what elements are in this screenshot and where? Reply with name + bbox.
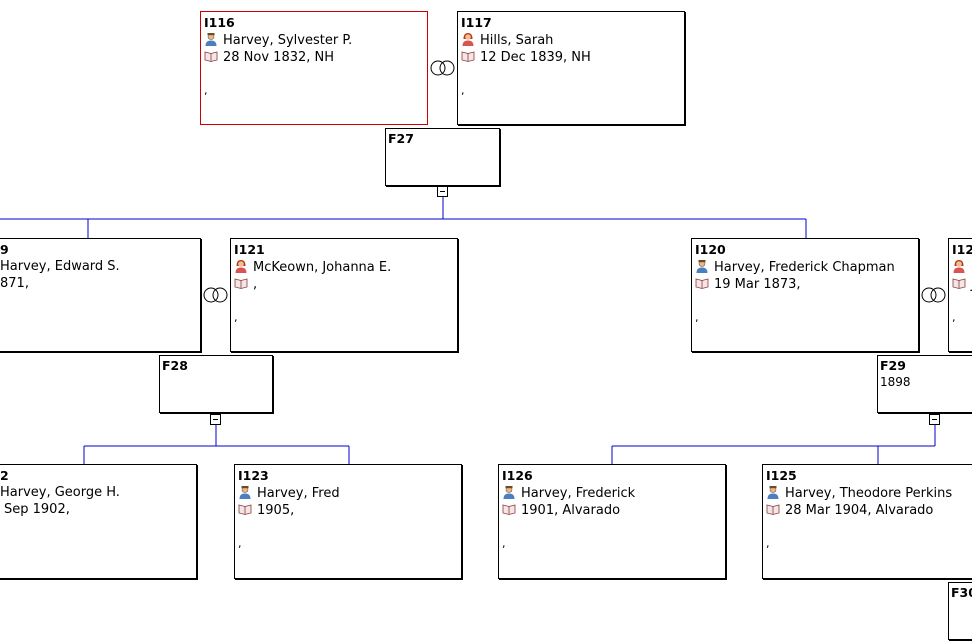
person-id: I125 xyxy=(766,468,797,483)
person-name: Harvey, George H. xyxy=(0,485,120,500)
person-card-i117[interactable]: I117 Hills, Sarah 12 Dec 1839, NH , xyxy=(457,11,685,125)
marriage-rings-icon xyxy=(430,60,455,76)
birth-info: 871, xyxy=(0,276,29,291)
connector-f27 xyxy=(0,197,807,238)
birth-book-icon xyxy=(695,278,709,289)
person-name: Harvey, Edward S. xyxy=(0,259,120,274)
death-info: , xyxy=(952,311,956,324)
birth-book-icon xyxy=(204,51,218,62)
person-card-i125[interactable]: I125 Harvey, Theodore Perkins 28 Mar 190… xyxy=(762,464,972,579)
birth-info: , xyxy=(253,277,258,292)
person-id: 2 xyxy=(0,468,9,483)
family-id: F30 xyxy=(951,585,972,600)
female-person-icon xyxy=(462,33,474,46)
birth-info: 28 Mar 1904, Alvarado xyxy=(785,503,934,518)
person-id: I12 xyxy=(952,242,972,257)
male-person-icon xyxy=(767,486,779,499)
birth-book-icon xyxy=(461,51,475,62)
person-name: McKeown, Johanna E. xyxy=(253,260,392,275)
person-name: Hills, Sarah xyxy=(480,33,554,48)
collapse-minus-icon[interactable] xyxy=(437,186,448,197)
female-person-icon xyxy=(953,260,965,273)
person-name: Harvey, Sylvester P. xyxy=(223,33,353,48)
person-card-i120[interactable]: I120 Harvey, Frederick Chapman 19 Mar 18… xyxy=(691,238,919,352)
family-box-f29[interactable]: F29 1898 xyxy=(877,355,972,413)
birth-book-icon xyxy=(952,278,966,289)
birth-info: 1905, xyxy=(257,503,295,518)
birth-book-icon xyxy=(238,504,252,515)
person-id: I117 xyxy=(461,15,492,30)
person-name: Harvey, Theodore Perkins xyxy=(785,486,953,501)
person-id: I120 xyxy=(695,242,726,257)
person-card-i12x[interactable]: I12 J , xyxy=(948,238,972,352)
male-person-icon xyxy=(205,33,217,46)
person-card-i122[interactable]: 2 Harvey, George H. Sep 1902, xyxy=(0,464,197,579)
marriage-rings-icon xyxy=(203,287,228,303)
birth-book-icon xyxy=(234,278,248,289)
death-info: , xyxy=(766,537,770,550)
death-info: , xyxy=(695,311,699,324)
birth-info: 12 Dec 1839, NH xyxy=(480,50,591,65)
person-card-i126[interactable]: I126 Harvey, Frederick 1901, Alvarado , xyxy=(498,464,726,579)
person-id: I123 xyxy=(238,468,269,483)
person-card-i123[interactable]: I123 Harvey, Fred 1905, , xyxy=(234,464,462,579)
collapse-minus-icon[interactable] xyxy=(210,414,221,425)
death-info: , xyxy=(234,311,238,324)
family-box-f27[interactable]: F27 xyxy=(385,128,500,186)
person-id: I126 xyxy=(502,468,533,483)
male-person-icon xyxy=(696,260,708,273)
birth-info: Sep 1902, xyxy=(4,502,70,517)
male-person-icon xyxy=(239,486,251,499)
death-info: , xyxy=(238,537,242,550)
birth-book-icon xyxy=(766,504,780,515)
birth-book-icon xyxy=(502,504,516,515)
family-box-f28[interactable]: F28 xyxy=(159,355,273,413)
person-card-i116[interactable]: I116 Harvey, Sylvester P. 28 Nov 1832, N… xyxy=(200,11,428,125)
connector-f28 xyxy=(83,425,350,464)
female-person-icon xyxy=(235,260,247,273)
family-id: F28 xyxy=(162,358,188,373)
male-person-icon xyxy=(503,486,515,499)
death-info: , xyxy=(502,537,506,550)
person-name: Harvey, Frederick Chapman xyxy=(714,260,895,275)
person-id: I121 xyxy=(234,242,265,257)
birth-info: 19 Mar 1873, xyxy=(714,277,801,292)
death-info: , xyxy=(461,84,465,97)
person-name: Harvey, Fred xyxy=(257,486,340,501)
person-card-i121[interactable]: I121 McKeown, Johanna E. , , xyxy=(230,238,458,352)
family-date: 1898 xyxy=(880,375,911,389)
person-name: Harvey, Frederick xyxy=(521,486,636,501)
person-id: 9 xyxy=(0,242,9,257)
connector-f29 xyxy=(611,425,936,464)
person-id: I116 xyxy=(204,15,235,30)
collapse-minus-icon[interactable] xyxy=(929,414,940,425)
family-id: F29 xyxy=(880,358,906,373)
death-info: , xyxy=(204,84,208,97)
marriage-rings-icon xyxy=(921,287,946,303)
family-box-f30[interactable]: F30 xyxy=(948,582,972,640)
person-card-i119[interactable]: 9 Harvey, Edward S. 871, xyxy=(0,238,201,352)
family-id: F27 xyxy=(388,131,414,146)
birth-info: 1901, Alvarado xyxy=(521,503,621,518)
birth-info: 28 Nov 1832, NH xyxy=(223,50,335,65)
